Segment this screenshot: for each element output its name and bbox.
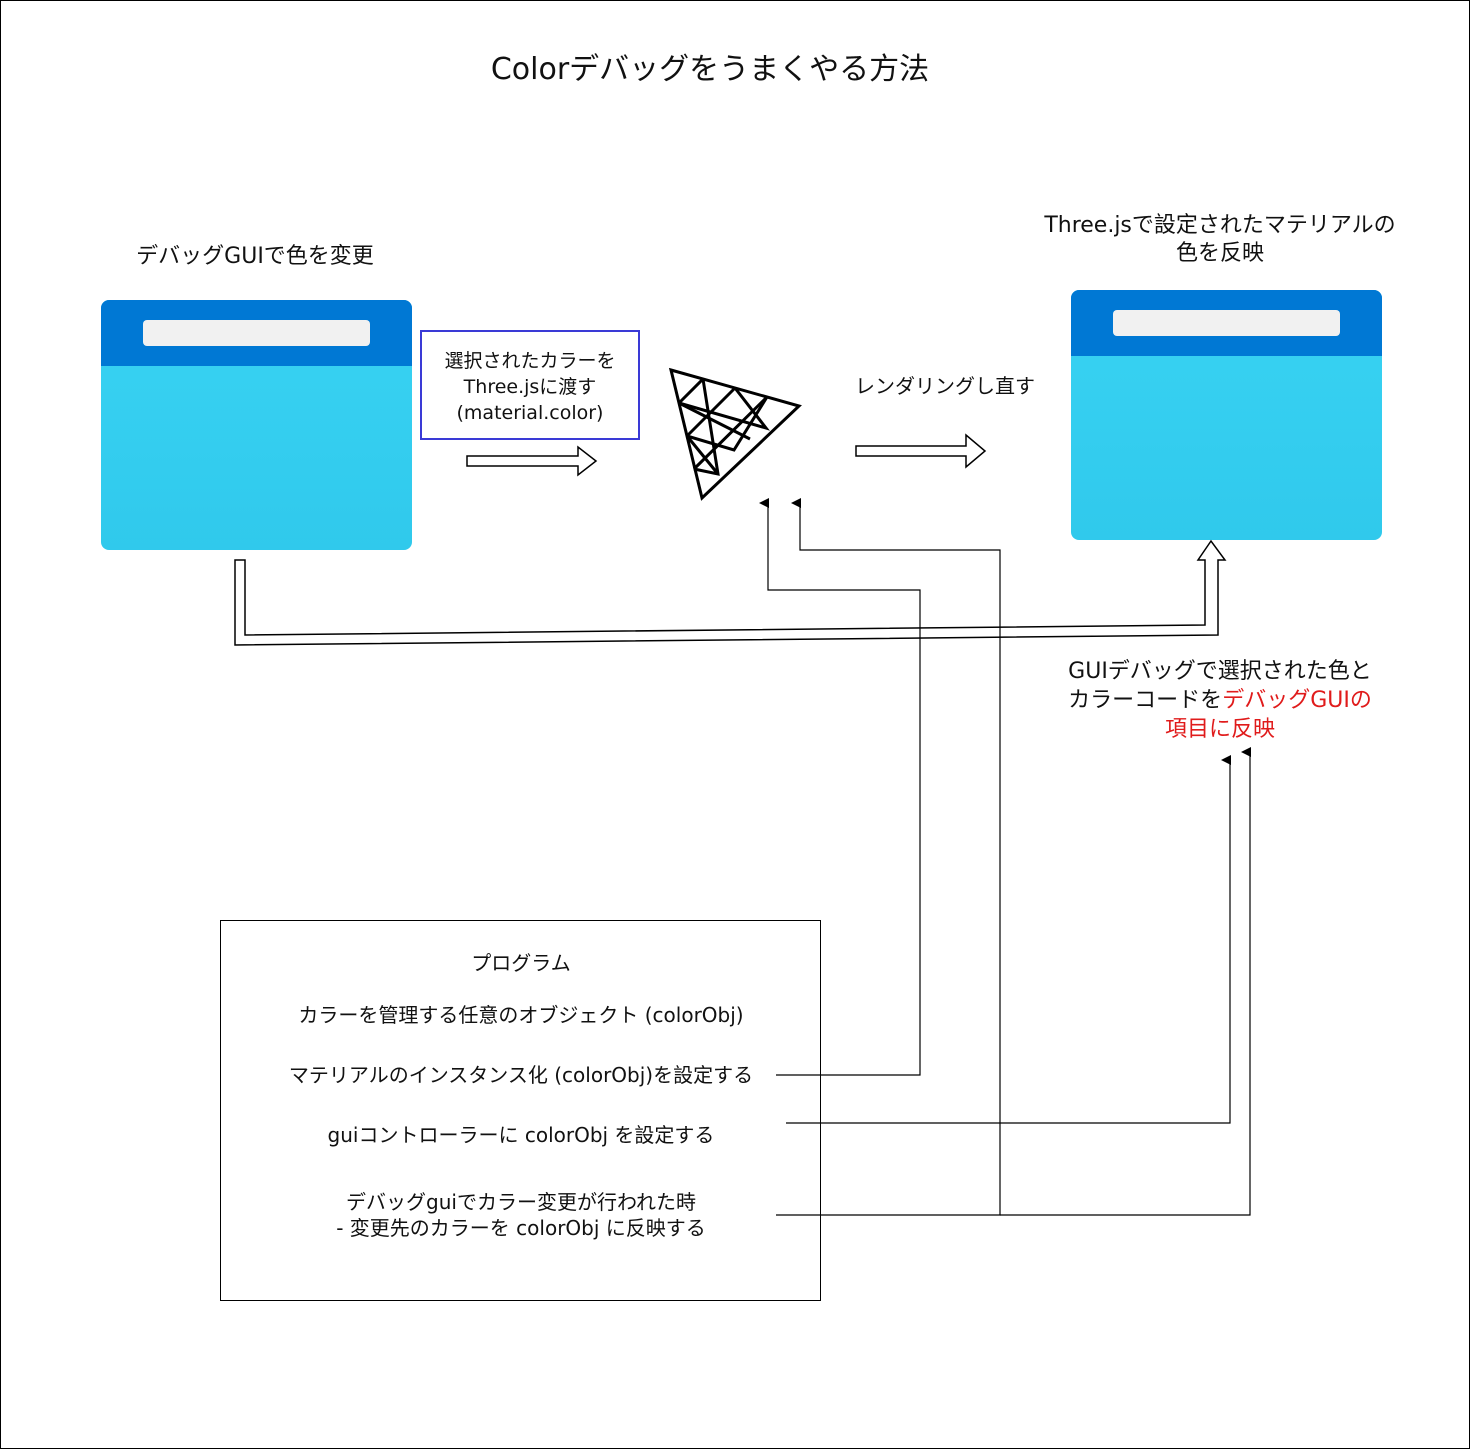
pass-color-line1: 選択されたカラーを bbox=[444, 350, 616, 372]
pass-arrow-icon bbox=[466, 445, 598, 477]
gui-to-window-connector bbox=[234, 539, 1227, 646]
program-step-gui-controller: guiコントローラーに colorObj を設定する bbox=[327, 1123, 715, 1147]
debug-gui-window-icon bbox=[101, 300, 412, 550]
threejs-reflect-label-line1: Three.jsで設定されたマテリアルの bbox=[1044, 213, 1396, 238]
debug-gui-label: デバッグGUIで色を変更 bbox=[136, 244, 374, 269]
window-address-bar bbox=[1113, 310, 1340, 336]
threejs-reflect-label: Three.jsで設定されたマテリアルの 色を反映 bbox=[1010, 212, 1430, 268]
threejs-reflect-label-line2: 色を反映 bbox=[1175, 241, 1264, 266]
window-address-bar bbox=[143, 320, 370, 346]
material-to-logo-connector bbox=[759, 498, 921, 1076]
program-heading: プログラム bbox=[471, 951, 571, 975]
gui-note-line3: 項目に反映 bbox=[1164, 717, 1275, 742]
onchange-to-note-connector bbox=[1000, 747, 1251, 1216]
program-box: プログラム カラーを管理する任意のオブジェクト (colorObj) マテリアル… bbox=[220, 920, 821, 1301]
pass-color-line3: (material.color) bbox=[456, 402, 604, 424]
program-step-on-change-detail: - 変更先のカラーを colorObj に反映する bbox=[336, 1216, 706, 1240]
gui-controller-to-note-connector bbox=[786, 755, 1231, 1124]
gui-note-line2-red: デバッグGUIの bbox=[1222, 688, 1372, 713]
render-output-window-icon bbox=[1071, 290, 1382, 540]
program-step-on-change: デバッグguiでカラー変更が行われた時 bbox=[346, 1190, 696, 1214]
threejs-logo-icon bbox=[668, 367, 802, 501]
pass-color-line2: Three.jsに渡す bbox=[463, 376, 597, 398]
gui-note-line1: GUIデバッグで選択された色と bbox=[1068, 659, 1372, 684]
render-arrow-icon bbox=[855, 433, 987, 469]
gui-note-line2-black: カラーコードを bbox=[1068, 688, 1223, 713]
program-step-color-object: カラーを管理する任意のオブジェクト (colorObj) bbox=[298, 1003, 744, 1027]
diagram-title: Colorデバッグをうまくやる方法 bbox=[490, 52, 930, 87]
program-step-material: マテリアルのインスタンス化 (colorObj)を設定する bbox=[288, 1063, 754, 1087]
gui-note-line2: カラーコードをデバッグGUIの bbox=[1020, 686, 1420, 715]
gui-reflect-note: GUIデバッグで選択された色と カラーコードをデバッグGUIの 項目に反映 bbox=[1020, 657, 1420, 744]
rerender-label: レンダリングし直す bbox=[855, 374, 1035, 398]
pass-color-box: 選択されたカラーを Three.jsに渡す (material.color) bbox=[420, 330, 640, 440]
onchange-to-logo-connector bbox=[776, 498, 1001, 1216]
